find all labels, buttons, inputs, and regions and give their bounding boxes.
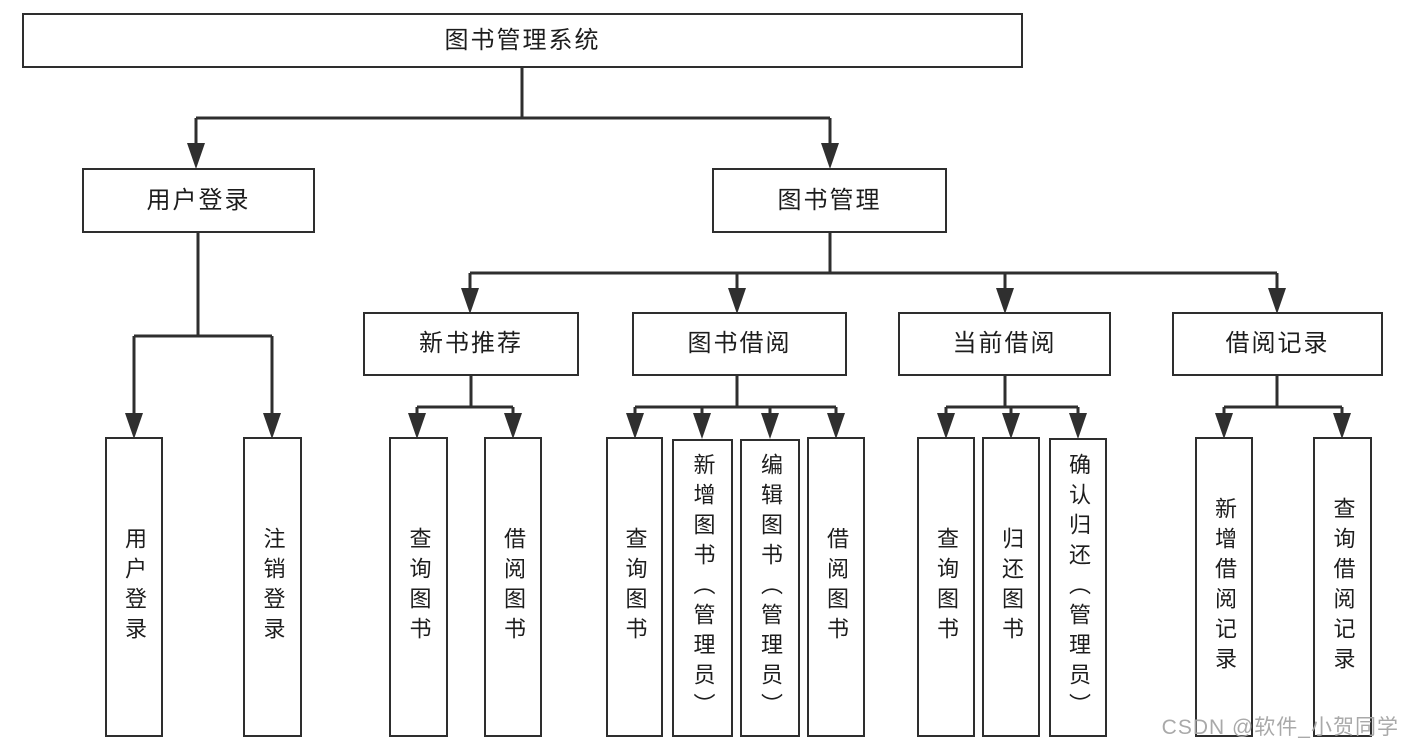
connector-book-borrow-children	[626, 376, 845, 439]
connector-new-book-recommend-children	[408, 376, 522, 439]
leaf-add-books-admin-label: 新增图书（管理员）	[690, 453, 716, 723]
leaf-confirm-return-admin: 确认归还（管理员）	[1049, 438, 1107, 737]
leaf-edit-books-admin: 编辑图书（管理员）	[740, 439, 800, 737]
leaf-confirm-return-admin-label: 确认归还（管理员）	[1066, 452, 1091, 723]
leaf-query-borrow-record: 查询借阅记录	[1313, 437, 1372, 737]
leaf-add-borrow-record: 新增借阅记录	[1195, 437, 1253, 737]
connector-user-login-children	[125, 233, 281, 439]
node-borrow-records-label: 借阅记录	[1225, 330, 1330, 357]
leaf-current-query-books-label: 查询图书	[934, 527, 959, 647]
leaf-borrow-borrow-books: 借阅图书	[807, 437, 865, 737]
leaf-logout-label: 注销登录	[260, 527, 286, 647]
connector-borrow-records-children	[1215, 376, 1351, 439]
node-book-management-label: 图书管理	[777, 186, 882, 214]
node-new-book-recommend: 新书推荐	[363, 312, 579, 376]
connector-root-to-level2	[187, 68, 839, 169]
leaf-borrow-borrow-books-label: 借阅图书	[824, 527, 849, 647]
leaf-add-borrow-record-label: 新增借阅记录	[1212, 497, 1237, 677]
connector-book-management-children	[461, 233, 1286, 314]
leaf-recommend-borrow-books-label: 借阅图书	[501, 527, 526, 647]
leaf-add-books-admin: 新增图书（管理员）	[672, 439, 733, 737]
node-current-borrow: 当前借阅	[898, 312, 1111, 376]
node-book-borrow-label: 图书借阅	[687, 330, 792, 357]
leaf-recommend-query-books: 查询图书	[389, 437, 448, 737]
node-user-login-label: 用户登录	[146, 186, 251, 214]
leaf-borrow-query-books-label: 查询图书	[622, 527, 648, 647]
leaf-recommend-query-books-label: 查询图书	[406, 527, 432, 647]
node-user-login: 用户登录	[82, 168, 315, 233]
csdn-watermark: CSDN @软件_小贺同学	[1161, 716, 1399, 739]
leaf-current-query-books: 查询图书	[917, 437, 975, 737]
node-current-borrow-label: 当前借阅	[952, 330, 1057, 357]
leaf-logout: 注销登录	[243, 437, 302, 737]
leaf-return-books: 归还图书	[982, 437, 1040, 737]
leaf-recommend-borrow-books: 借阅图书	[484, 437, 542, 737]
leaf-user-login: 用户登录	[105, 437, 163, 737]
node-new-book-recommend-label: 新书推荐	[419, 330, 523, 357]
leaf-query-borrow-record-label: 查询借阅记录	[1330, 497, 1356, 677]
node-book-management: 图书管理	[712, 168, 947, 233]
leaf-edit-books-admin-label: 编辑图书（管理员）	[758, 453, 783, 723]
node-borrow-records: 借阅记录	[1172, 312, 1383, 376]
node-root-label: 图书管理系统	[444, 26, 601, 54]
node-root: 图书管理系统	[22, 13, 1023, 68]
leaf-return-books-label: 归还图书	[999, 527, 1024, 647]
node-book-borrow: 图书借阅	[632, 312, 847, 376]
connector-current-borrow-children	[937, 376, 1087, 439]
leaf-user-login-label: 用户登录	[122, 527, 147, 647]
leaf-borrow-query-books: 查询图书	[606, 437, 663, 737]
